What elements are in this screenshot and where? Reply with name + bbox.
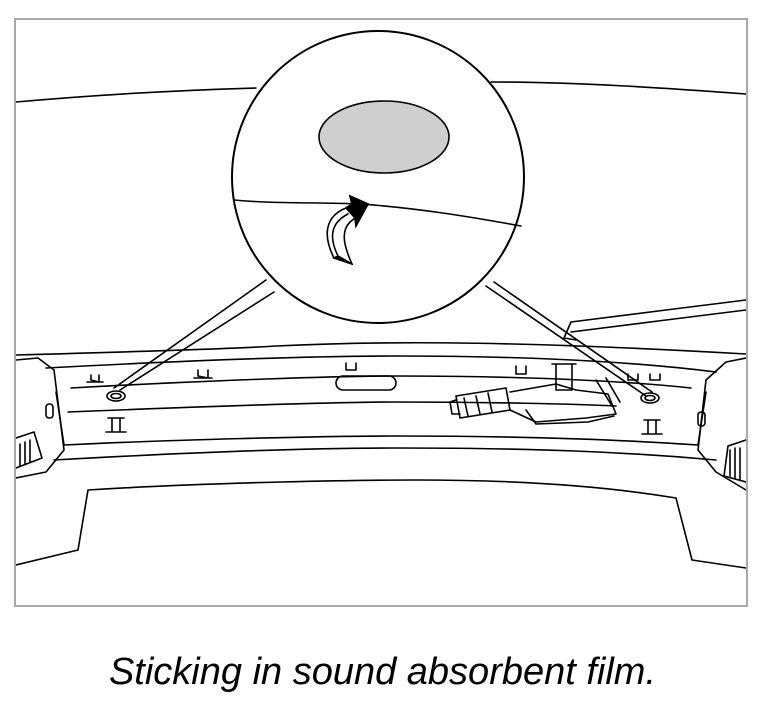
clip [627, 373, 661, 381]
panel-rail-lower [67, 401, 617, 413]
film-location-left [106, 390, 126, 402]
mounting-pin-right [641, 419, 663, 435]
clip [86, 374, 104, 383]
wiper-linkage [509, 383, 617, 423]
illustration [16, 30, 746, 569]
front-panel-bottom [63, 435, 699, 446]
leader-line [485, 281, 653, 397]
right-slot [697, 411, 706, 427]
left-bracket [16, 357, 65, 479]
sound-absorbent-film [318, 100, 450, 174]
right-bracket [697, 357, 746, 491]
wiper-arm [563, 299, 746, 341]
hood-edge-line [16, 81, 746, 103]
clip [193, 369, 213, 379]
figure-caption: Sticking in sound absorbent film. [108, 651, 657, 693]
mounting-pin-left [105, 417, 127, 433]
clip [515, 365, 527, 375]
left-slot [45, 403, 54, 419]
illustration-frame [14, 18, 748, 607]
front-panel-lip [53, 447, 717, 461]
right-vent [723, 439, 746, 483]
lower-opening [16, 479, 746, 569]
clip [345, 362, 357, 371]
film-location-right [640, 392, 660, 404]
leader-line [113, 279, 275, 391]
front-panel-top [45, 355, 717, 373]
center-slot [335, 375, 397, 391]
left-vent [16, 431, 43, 469]
hood-panel-edge [16, 341, 746, 356]
detail-circle [231, 30, 525, 324]
panel-rail-upper [70, 375, 692, 389]
